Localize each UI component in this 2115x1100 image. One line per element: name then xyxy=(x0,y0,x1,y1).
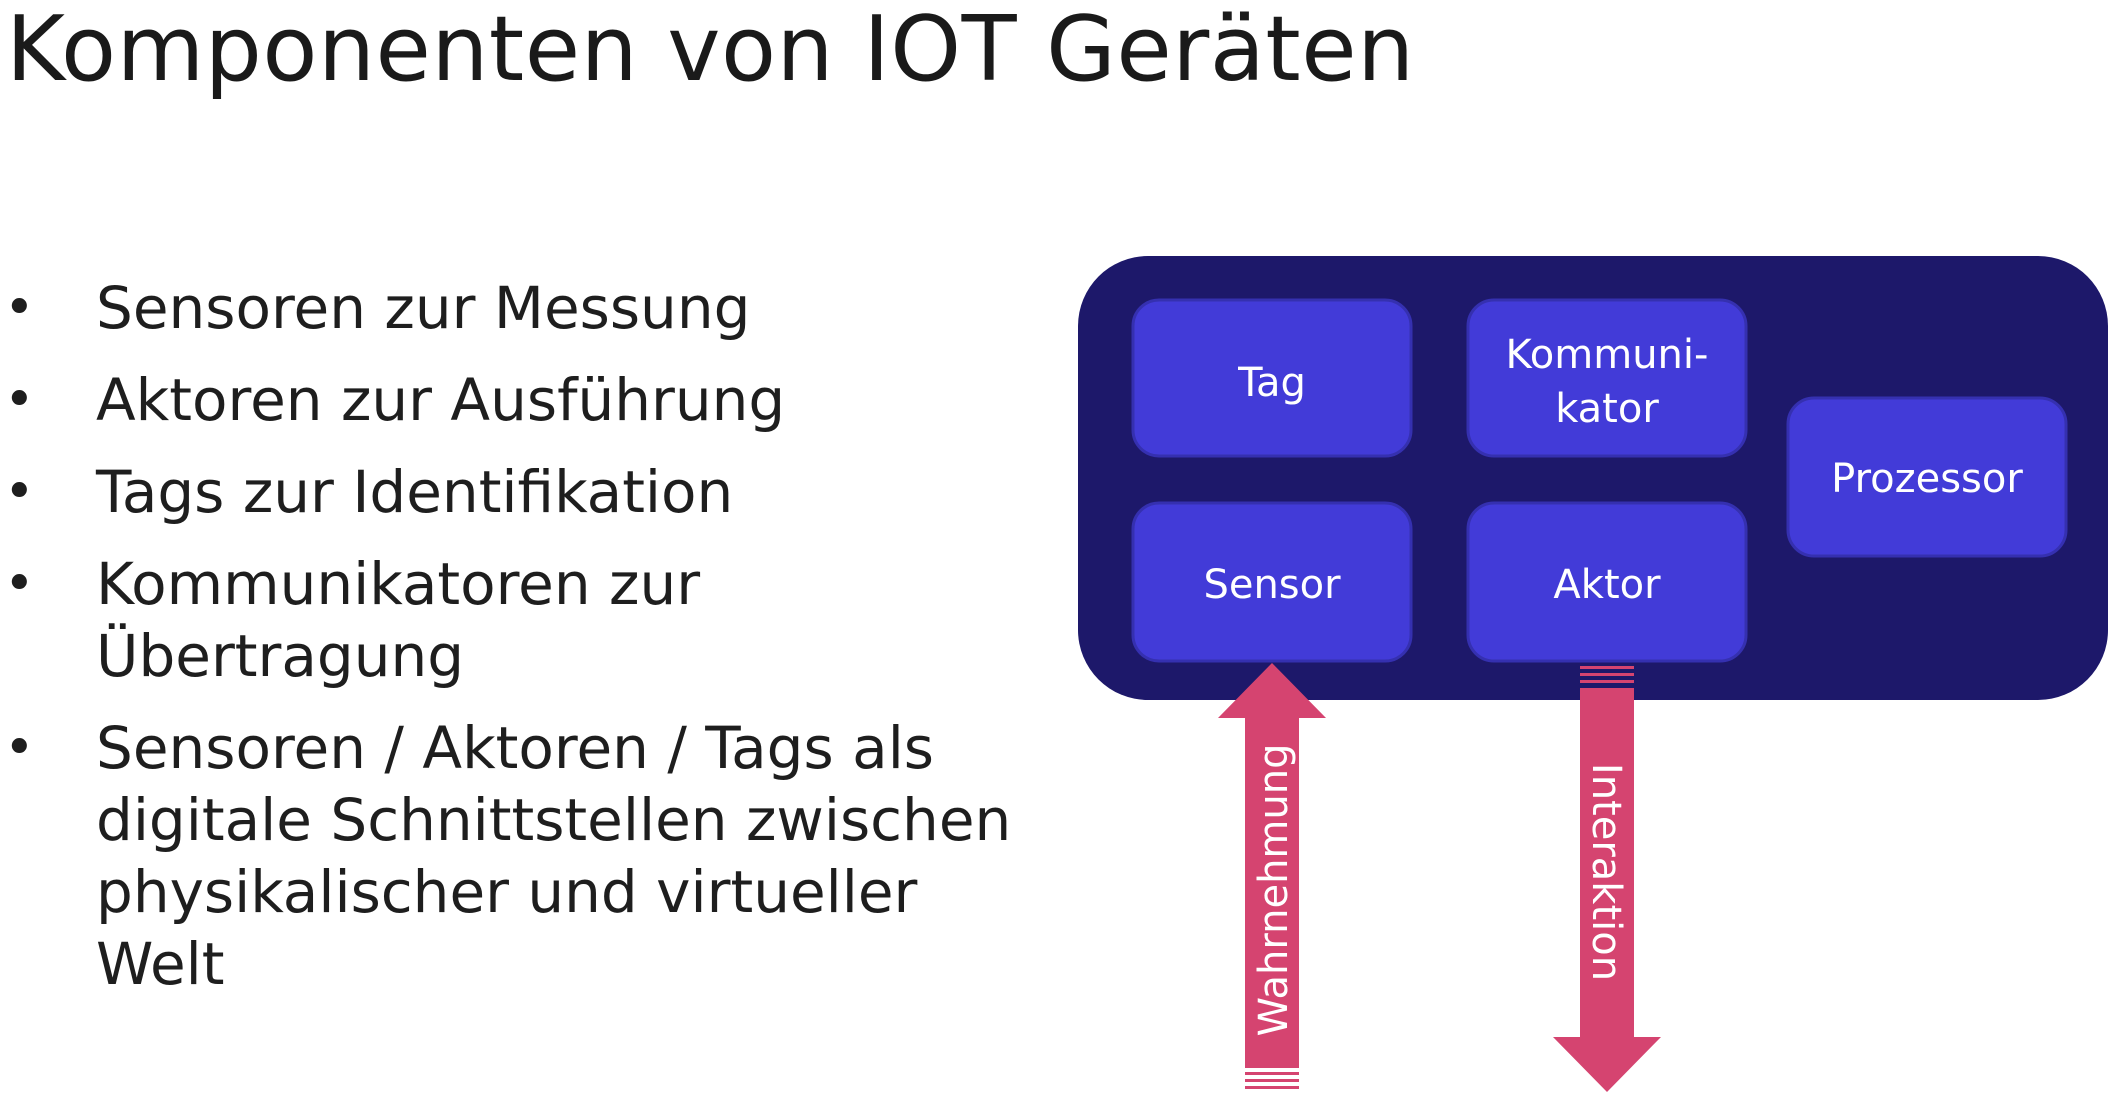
bullet-item: • Aktoren zur Ausführung xyxy=(0,364,1040,436)
interaktion-arrow-icon: Interaktion xyxy=(1553,666,1661,1092)
bullet-item: • Sensoren / Aktoren / Tags als digitale … xyxy=(0,712,1040,1000)
kommunikator-box: Kommuni- kator xyxy=(1466,298,1748,458)
wahrnehmung-arrow-icon: Wahrnehmung xyxy=(1218,663,1326,1089)
bullet-text: Sensoren zur Messung xyxy=(96,274,751,342)
bullet-text: Tags zur Identifikation xyxy=(96,458,734,526)
prozessor-box: Prozessor xyxy=(1786,396,2068,558)
bullet-item: • Kommunikatoren zur Übertragung xyxy=(0,548,1040,692)
bullet-dot-icon: • xyxy=(4,278,35,338)
sensor-label: Sensor xyxy=(1203,562,1341,608)
aktor-box: Aktor xyxy=(1466,501,1748,663)
bullet-list: • Sensoren zur Messung • Aktoren zur Ausfü… xyxy=(0,272,1040,1020)
interaktion-label: Interaktion xyxy=(1583,763,1629,981)
bullet-text: Sensoren / Aktoren / Tags als digitale S… xyxy=(96,714,1012,998)
kommunikator-label-line1: Kommuni- xyxy=(1506,332,1709,378)
bullet-dot-icon: • xyxy=(4,462,35,522)
prozessor-label: Prozessor xyxy=(1831,456,2023,502)
bullet-text: Aktoren zur Ausführung xyxy=(96,366,786,434)
bullet-item: • Sensoren zur Messung xyxy=(0,272,1040,344)
slide-title: Komponenten von IOT Geräten xyxy=(6,0,1415,102)
bullet-item: • Tags zur Identifikation xyxy=(0,456,1040,528)
wahrnehmung-label: Wahrnehmung xyxy=(1251,744,1297,1037)
bullet-dot-icon: • xyxy=(4,554,35,614)
tag-box: Tag xyxy=(1131,298,1413,458)
aktor-label: Aktor xyxy=(1553,562,1661,608)
kommunikator-label-line2: kator xyxy=(1555,386,1659,432)
sensor-box: Sensor xyxy=(1131,501,1413,663)
tag-label: Tag xyxy=(1237,360,1306,406)
bullet-dot-icon: • xyxy=(4,718,35,778)
bullet-dot-icon: • xyxy=(4,370,35,430)
bullet-text: Kommunikatoren zur Übertragung xyxy=(96,550,701,690)
